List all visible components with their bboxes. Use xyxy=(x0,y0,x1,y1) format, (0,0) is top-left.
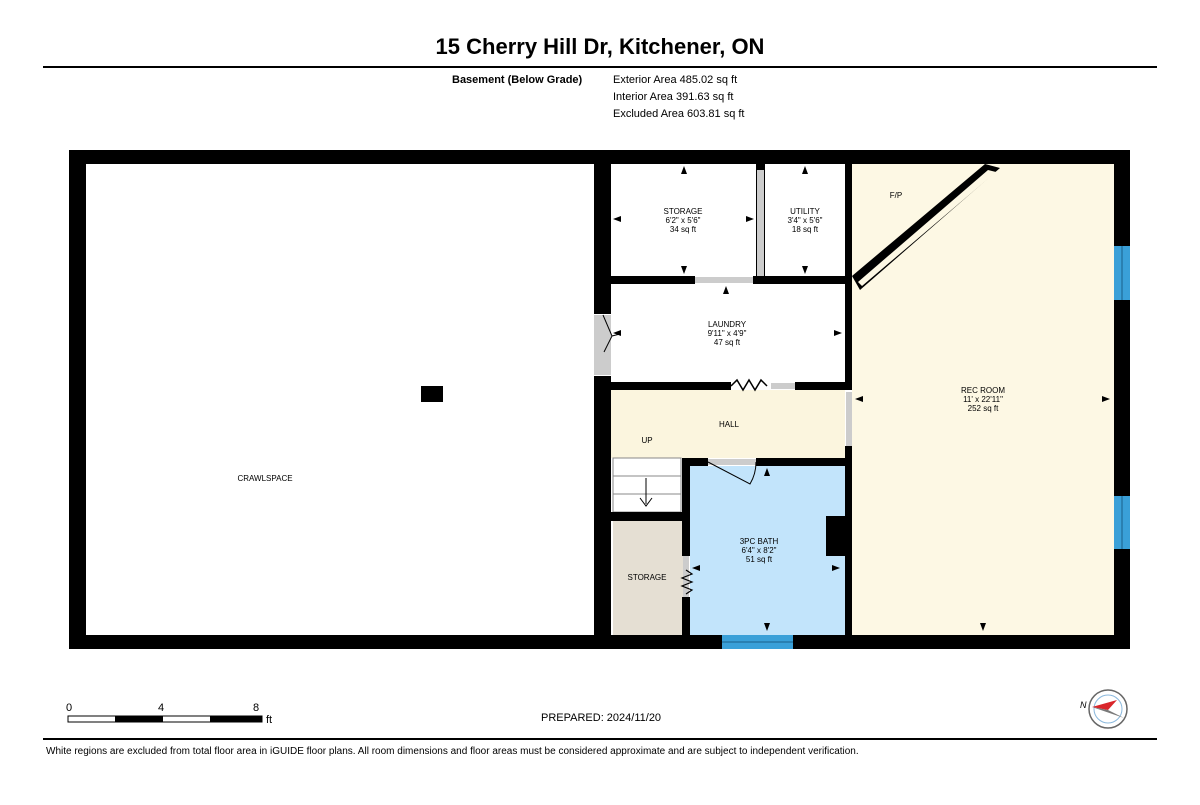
crawlspace-area xyxy=(86,164,594,635)
bath-area-label: 51 sq ft xyxy=(746,555,773,564)
crawlspace-label: CRAWLSPACE xyxy=(237,474,292,483)
compass-north-label: N xyxy=(1080,700,1087,710)
storage-closet-door xyxy=(680,569,694,595)
fireplace-label: F/P xyxy=(890,191,902,200)
rec-room-dims: 11' x 22'11" xyxy=(963,395,1003,404)
stairs xyxy=(612,457,682,513)
laundry-area: 47 sq ft xyxy=(714,338,741,347)
bath-door-swing xyxy=(707,461,757,485)
scale-tick-8: 8 xyxy=(253,702,260,714)
utility-area: 18 sq ft xyxy=(792,225,819,234)
bath-name: 3PC BATH xyxy=(740,537,779,546)
rec-room-name: REC ROOM xyxy=(961,386,1005,395)
compass-icon: N xyxy=(1080,689,1128,729)
hall-area xyxy=(611,390,845,458)
fireplace xyxy=(852,164,1000,290)
hall-name: HALL xyxy=(719,420,740,429)
bath-dims: 6'4" x 8'2" xyxy=(742,546,777,555)
utility-name: UTILITY xyxy=(790,207,820,216)
scale-unit: ft xyxy=(266,714,273,726)
scale-bar xyxy=(67,715,263,723)
door-openings xyxy=(594,170,852,597)
footer-rule xyxy=(43,738,1157,740)
prepared-date: PREPARED: 2024/11/20 xyxy=(541,712,662,724)
stairs-up-label: UP xyxy=(641,436,652,445)
utility-dims: 3'4" x 5'6" xyxy=(788,216,823,225)
storage-top-name: STORAGE xyxy=(664,207,703,216)
storage-top-area: 34 sq ft xyxy=(670,225,697,234)
dimension-markers xyxy=(613,166,1110,631)
interior-area: Interior Area 391.63 sq ft xyxy=(613,91,734,103)
header-rule xyxy=(43,66,1157,68)
level-label: Basement (Below Grade) xyxy=(452,74,583,86)
laundry-closet-door xyxy=(730,378,768,392)
storage-bottom-area xyxy=(613,521,683,635)
disclaimer: White regions are excluded from total fl… xyxy=(46,746,859,757)
laundry-name: LAUNDRY xyxy=(708,320,747,329)
window-mullions xyxy=(722,246,1123,643)
rec-room-area-label: 252 sq ft xyxy=(968,404,999,413)
excluded-area: Excluded Area 603.81 sq ft xyxy=(613,108,745,120)
scale-tick-4: 4 xyxy=(158,702,165,714)
laundry-dims: 9'11" x 4'9" xyxy=(708,329,747,338)
scale-tick-0: 0 xyxy=(66,702,73,714)
exterior-area: Exterior Area 485.02 sq ft xyxy=(613,74,738,86)
crawlspace-column xyxy=(421,386,443,402)
storage-bottom-name: STORAGE xyxy=(628,573,667,582)
plan-title: 15 Cherry Hill Dr, Kitchener, ON xyxy=(435,34,765,59)
storage-top-dims: 6'2" x 5'6" xyxy=(666,216,701,225)
bath-area xyxy=(690,466,846,635)
